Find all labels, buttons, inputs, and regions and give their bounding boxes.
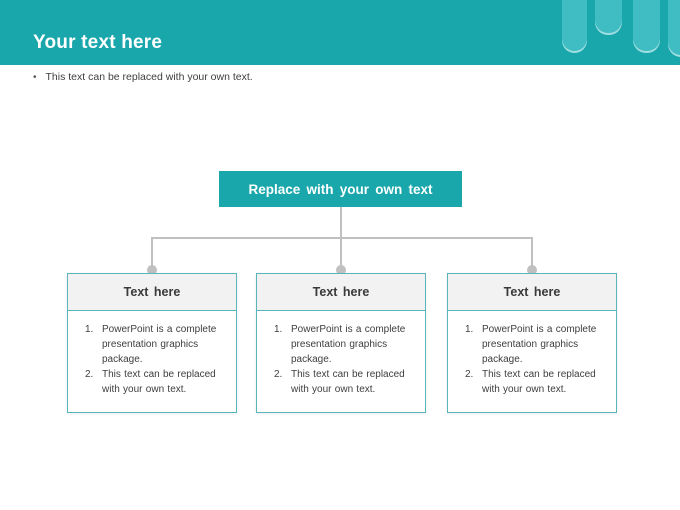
list-item: 1. PowerPoint is a complete presentation… — [85, 322, 228, 367]
diagram-child-box[interactable]: Text here 1. PowerPoint is a complete pr… — [256, 273, 426, 413]
slide-title[interactable]: Your text here — [33, 32, 163, 53]
child-box-body: 1. PowerPoint is a complete presentation… — [448, 311, 616, 397]
child-box-body: 1. PowerPoint is a complete presentation… — [257, 311, 425, 397]
child-box-title: Text here — [503, 285, 561, 299]
body-text-placeholder[interactable]: • This text can be replaced with your ow… — [33, 71, 253, 84]
child-box-header: Text here — [257, 274, 425, 311]
child-box-title: Text here — [312, 285, 370, 299]
connector-dot — [147, 265, 157, 275]
child-box-header: Text here — [68, 274, 236, 311]
decorative-pill-shape — [668, 0, 680, 57]
diagram-child-box[interactable]: Text here 1. PowerPoint is a complete pr… — [67, 273, 237, 413]
list-item-line: with your own text. — [102, 384, 187, 395]
list-item-line: PowerPoint is a complete — [482, 324, 597, 335]
connector-dot — [336, 265, 346, 275]
bullet-text: This text can be replaced with your own … — [45, 71, 253, 83]
list-item-line: package. — [291, 354, 332, 365]
connector-line-vertical — [340, 207, 342, 238]
child-box-title: Text here — [123, 285, 181, 299]
list-number: 1. — [465, 324, 474, 335]
list-item-line: with your own text. — [482, 384, 567, 395]
list-item: 2. This text can be replaced with your o… — [274, 367, 417, 397]
list-item-line: PowerPoint is a complete — [102, 324, 217, 335]
list-item: 2. This text can be replaced with your o… — [85, 367, 228, 397]
list-item-line: presentation graphics — [291, 339, 388, 350]
decorative-pill-shape — [633, 0, 660, 53]
decorative-pill-shape — [562, 0, 587, 53]
child-box-header: Text here — [448, 274, 616, 311]
connector-line-horizontal — [151, 237, 533, 239]
list-item: 2. This text can be replaced with your o… — [465, 367, 608, 397]
list-number: 2. — [274, 369, 283, 380]
list-number: 1. — [85, 324, 94, 335]
list-item-line: This text can be replaced — [291, 369, 405, 380]
list-item-line: package. — [482, 354, 523, 365]
diagram-child-box[interactable]: Text here 1. PowerPoint is a complete pr… — [447, 273, 617, 413]
diagram-root-box[interactable]: Replace with your own text — [219, 171, 462, 207]
list-item-line: This text can be replaced — [102, 369, 216, 380]
title-bar: Your text here — [0, 0, 680, 65]
connector-line-vertical — [531, 239, 533, 266]
list-item-line: This text can be replaced — [482, 369, 596, 380]
list-item: 1. PowerPoint is a complete presentation… — [274, 322, 417, 367]
list-item-line: PowerPoint is a complete — [291, 324, 406, 335]
list-item-line: presentation graphics — [102, 339, 199, 350]
decorative-pill-shape — [595, 0, 622, 35]
bullet-icon: • — [33, 72, 37, 83]
list-item-line: package. — [102, 354, 143, 365]
child-box-body: 1. PowerPoint is a complete presentation… — [68, 311, 236, 397]
list-item: 1. PowerPoint is a complete presentation… — [465, 322, 608, 367]
connector-line-vertical — [340, 239, 342, 266]
diagram-root-label: Replace with your own text — [248, 181, 433, 197]
list-number: 2. — [85, 369, 94, 380]
list-item-line: with your own text. — [291, 384, 376, 395]
list-number: 1. — [274, 324, 283, 335]
list-item-line: presentation graphics — [482, 339, 579, 350]
connector-line-vertical — [151, 239, 153, 266]
connector-dot — [527, 265, 537, 275]
list-number: 2. — [465, 369, 474, 380]
